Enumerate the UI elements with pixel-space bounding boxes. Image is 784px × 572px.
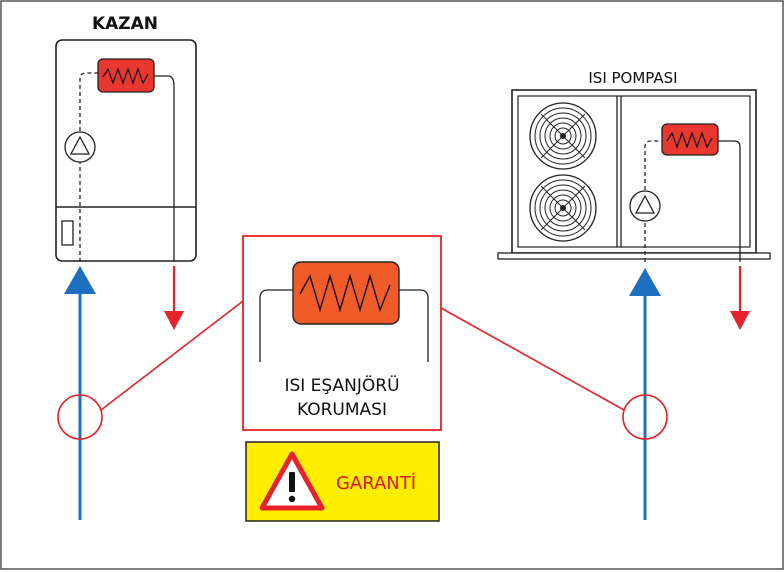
- protection-panel: ISI EŞANJÖRÜ KORUMASI: [242, 235, 442, 431]
- boiler-control-panel: [61, 220, 74, 246]
- heat-exchanger-icon: [661, 123, 719, 156]
- heat-exchanger-icon: [292, 261, 400, 325]
- fan-icon: [529, 174, 597, 242]
- boiler-unit: KAZAN: [55, 14, 197, 262]
- heat-pump-label: ISI POMPASI: [588, 69, 677, 87]
- heat-pump-inflow-highlight: [622, 394, 668, 440]
- protection-label-line2: KORUMASI: [297, 400, 387, 420]
- protection-pipe-right: [399, 289, 429, 362]
- arrow-down-icon: [730, 266, 750, 330]
- pump-icon: [64, 131, 96, 163]
- warning-triangle-icon: [259, 451, 325, 511]
- heat-exchanger-icon: [97, 58, 155, 93]
- boiler-cabinet: [55, 39, 197, 262]
- pump-icon: [629, 190, 661, 222]
- arrow-up-icon: [629, 268, 661, 520]
- boiler-label: KAZAN: [92, 14, 158, 34]
- heat-pump-pipe-outflow: [718, 140, 741, 262]
- boiler-pipe-inflow: [79, 72, 98, 262]
- warranty-label: GARANTİ: [336, 473, 416, 494]
- warranty-badge: GARANTİ: [245, 441, 440, 522]
- boiler-pipe-outflow: [154, 75, 175, 87]
- arrow-up-icon: [64, 266, 96, 520]
- heat-pump-cabinet-inner: [517, 95, 751, 248]
- arrow-down-icon: [164, 266, 184, 330]
- heat-pump-unit: ISI POMPASI: [497, 69, 771, 262]
- boiler-inflow-highlight: [57, 394, 103, 440]
- heat-pump-base: [497, 252, 771, 260]
- protection-label-line1: ISI EŞANJÖRÜ: [284, 374, 399, 396]
- heat-pump-pipe-inflow: [644, 140, 662, 262]
- connector-right: [440, 307, 625, 411]
- fan-icon: [529, 102, 597, 170]
- connector-left: [100, 300, 244, 411]
- protection-pipe-left: [259, 289, 293, 362]
- protection-panel-frame: [242, 235, 442, 431]
